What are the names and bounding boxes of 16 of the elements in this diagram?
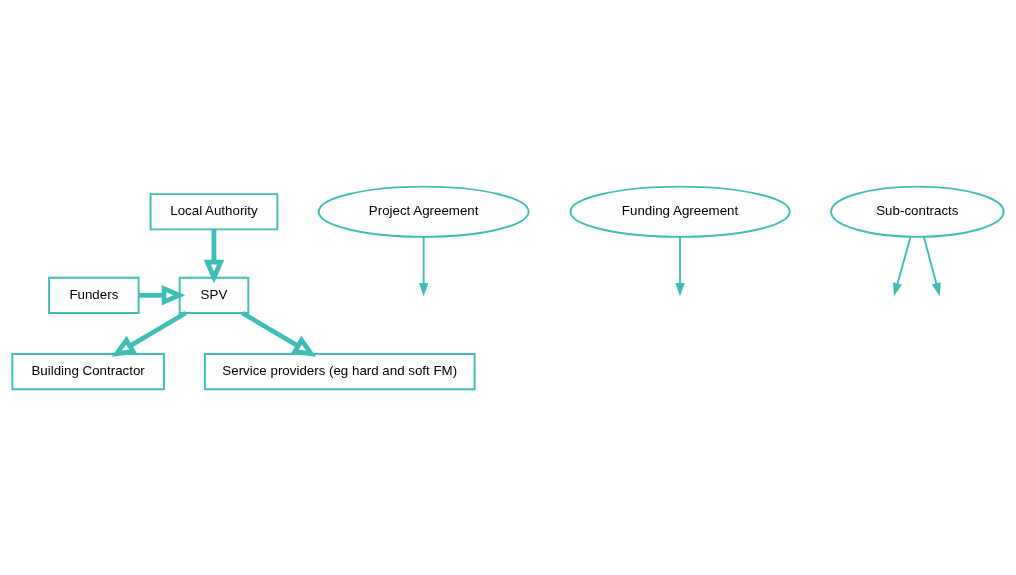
node-ellipse: Funding Agreement	[569, 185, 791, 238]
arrow	[240, 310, 317, 357]
arrow	[893, 235, 912, 296]
node-ellipse: Project Agreement	[317, 185, 530, 238]
node-ellipse: Sub-contracts	[830, 185, 1005, 238]
node-box: Local Authority	[149, 192, 279, 230]
arrow	[675, 235, 685, 296]
arrow	[111, 310, 187, 357]
node-box: SPV	[178, 276, 250, 314]
node-box: Service providers (eg hard and soft FM)	[203, 352, 476, 390]
arrow	[138, 284, 186, 306]
arrow	[922, 235, 941, 296]
node-box: Funders	[48, 276, 140, 314]
arrow	[203, 229, 225, 283]
node-box: Building Contractor	[11, 352, 165, 390]
arrow	[418, 235, 429, 296]
